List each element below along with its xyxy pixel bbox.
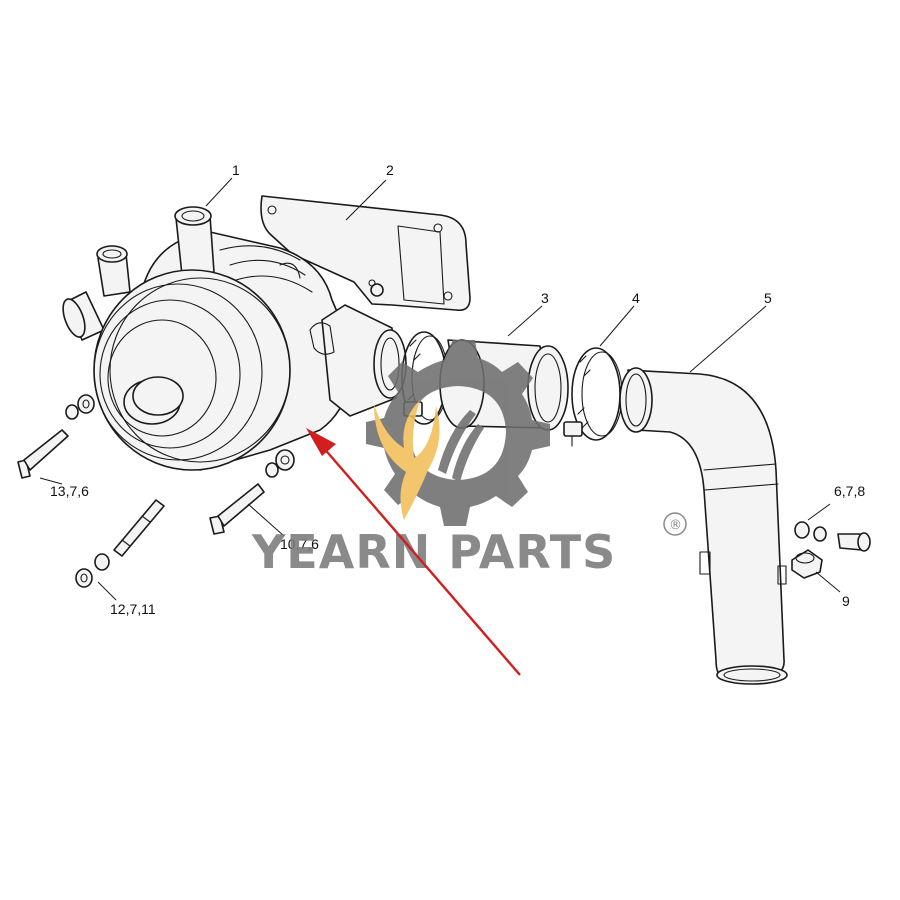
bolt-set-10-7-6 (209, 449, 295, 535)
brand-watermark: YEARN PARTS ® (251, 340, 687, 579)
registered-mark: ® (669, 518, 682, 533)
gear-stripes (438, 410, 484, 482)
watermark-brand-text: YEARN PARTS (251, 525, 616, 579)
callout-10-7-6: 10,7,6 (280, 536, 319, 552)
callout-6-7-8: 6,7,8 (834, 483, 865, 499)
part-1-water-pump (62, 206, 407, 471)
part-9-plug (791, 549, 823, 579)
leader-lines (39, 177, 841, 601)
callout-13-7-6: 13,7,6 (50, 483, 89, 499)
highlight-arrow (306, 428, 521, 676)
callout-5: 5 (764, 290, 772, 306)
callout-1: 1 (232, 162, 240, 178)
flame-icon (374, 400, 440, 520)
callout-9: 9 (842, 593, 850, 609)
part-5-elbow-pipe (619, 367, 788, 685)
callout-4: 4 (632, 290, 640, 306)
callout-12-7-11: 12,7,11 (110, 601, 156, 617)
callout-2: 2 (386, 162, 394, 178)
part-2-bracket (260, 195, 471, 312)
callout-3: 3 (541, 290, 549, 306)
stud-set-12-7-11 (75, 499, 165, 588)
callout-labels: 1 2 3 4 5 13,7,6 10,7,6 12,7,11 6,7,8 9 (50, 162, 865, 617)
part-4-clamp (563, 347, 623, 447)
bolt-set-13-7-6 (17, 394, 95, 479)
bolt-set-6-7-8 (794, 521, 871, 552)
